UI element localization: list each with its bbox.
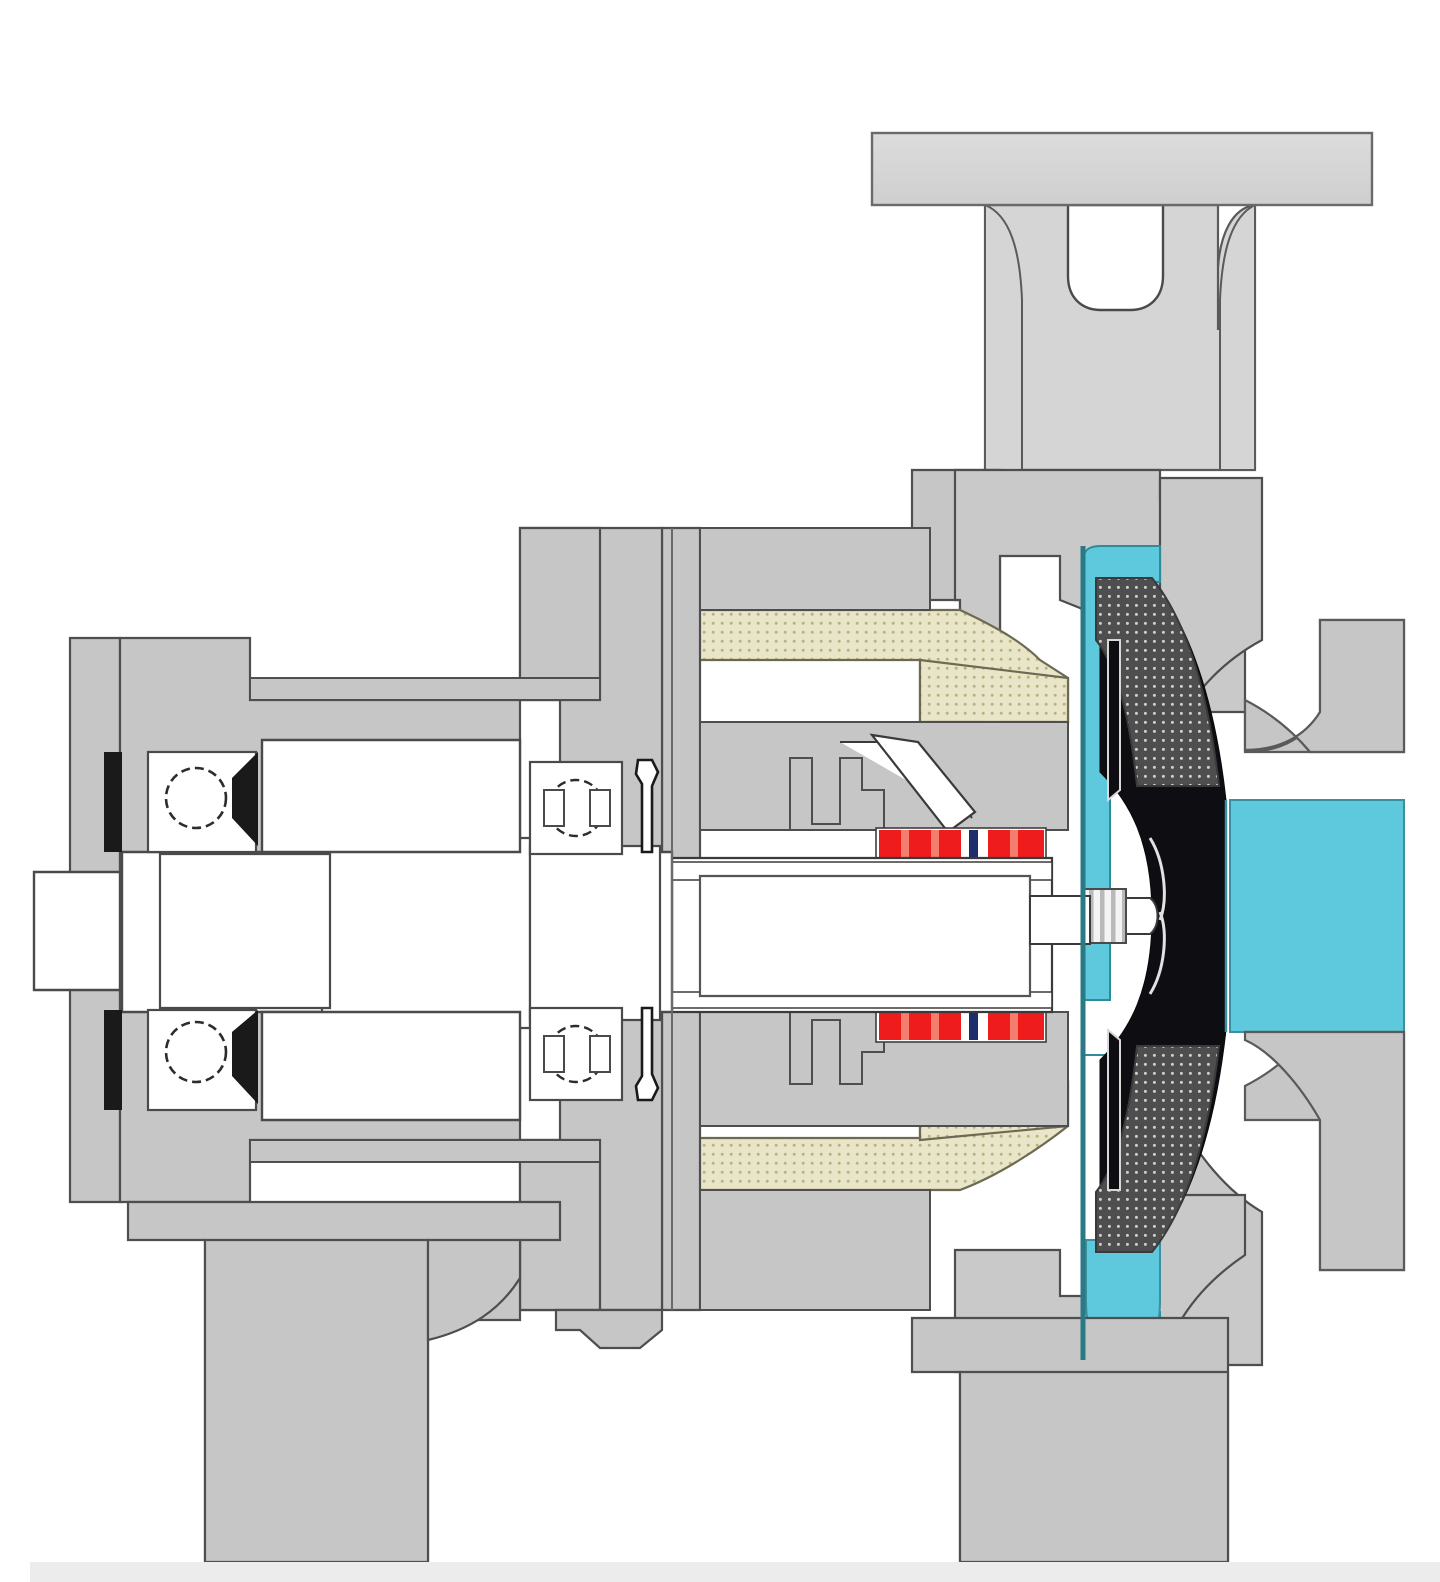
- bracket-lower-rail: [249, 1139, 601, 1163]
- magnet-separator: [1010, 830, 1018, 858]
- shaft-step-mid: [320, 836, 532, 1030]
- impeller-group: [1081, 577, 1227, 1253]
- discharge-neck-left-fillet: [984, 203, 1023, 471]
- bearing-de-shoulder-upper: [232, 752, 258, 846]
- bracket-bottom-flange: [554, 1308, 664, 1350]
- shaft-end-stub: [32, 870, 122, 992]
- magnet-gap: [978, 830, 988, 858]
- magnet-separator: [931, 1012, 939, 1040]
- impeller-hub-profile-lower: [1148, 911, 1166, 995]
- shaft-step-left: [158, 852, 332, 1010]
- bearing-pe-cage-right-lower: [589, 1035, 611, 1073]
- magnet-block: [879, 1012, 901, 1040]
- discharge-bore-pocket: [1066, 203, 1165, 312]
- bracket-upper-rail: [249, 677, 601, 701]
- impeller-vane-upper: [1107, 639, 1121, 803]
- bottom-gray-band: [30, 1562, 1440, 1582]
- magnet-separator: [901, 830, 909, 858]
- magnet-block: [988, 830, 1010, 858]
- rotor-bolt-spigot: [1029, 895, 1091, 945]
- bracket-upper-web: [518, 526, 602, 702]
- magnet-gap: [961, 830, 969, 858]
- bearing-ball-upper: [164, 766, 228, 830]
- impeller-bolt-head: [1124, 897, 1159, 935]
- magnet-block: [909, 1012, 931, 1040]
- impeller-vane-lower: [1107, 1027, 1121, 1191]
- bearing-de-shoulder-lower: [232, 1010, 258, 1104]
- foot-left-fillet: [426, 1238, 522, 1342]
- magnet-block: [1018, 1012, 1044, 1040]
- bearing-pe-cage-right-upper: [589, 789, 611, 827]
- bearing-pe-cage-left-upper: [543, 789, 565, 827]
- magnet-row-lower: [875, 1009, 1047, 1043]
- magnet-block: [939, 830, 961, 858]
- magnet-block: [909, 830, 931, 858]
- magnet-block: [879, 830, 901, 858]
- carrier-lower-plate: [699, 1189, 931, 1311]
- magnet-row-upper: [875, 827, 1047, 861]
- magnet-pole-marker: [969, 1012, 978, 1040]
- retaining-ring-lower: [634, 1006, 660, 1102]
- rotor-hub-core: [698, 874, 1032, 998]
- rotor-block-upper: [260, 738, 522, 854]
- foot-right-leg: [958, 1370, 1230, 1564]
- drive-shaft-group: [32, 836, 674, 1030]
- suction-inlet-assembly: [1229, 618, 1406, 1272]
- rotor-can-block: [260, 738, 522, 1122]
- magnet-gap: [978, 1012, 988, 1040]
- bearing-de-seal-lower: [104, 1010, 122, 1110]
- section-edge-lines: [671, 528, 1228, 1360]
- inner-magnet-rotor: [670, 856, 1091, 1014]
- bearing-de-seal-upper: [104, 752, 122, 852]
- ball-bearing-drive-end: [104, 750, 258, 1112]
- ball-bearing-pump-end: [528, 758, 660, 1102]
- suction-flange-lower-notch: [1243, 1030, 1406, 1272]
- magnet-block: [939, 1012, 961, 1040]
- bearing-ball-lower: [164, 1020, 228, 1084]
- magnet-block: [988, 1012, 1010, 1040]
- magnet-separator: [901, 1012, 909, 1040]
- rotor-block-lower: [260, 1010, 522, 1122]
- support-feet: [126, 1200, 1230, 1564]
- shaft-journal-right: [528, 844, 662, 1022]
- magnet-separator: [1010, 1012, 1018, 1040]
- discharge-flange: [870, 131, 1374, 207]
- foot-left-leg: [203, 1238, 430, 1564]
- suction-fluid-passage: [1229, 799, 1405, 1033]
- discharge-nozzle-assembly: [870, 131, 1374, 472]
- magnet-pole-marker: [969, 830, 978, 858]
- callout-wedge: [869, 733, 977, 834]
- suction-flange-upper-body: [1243, 618, 1406, 754]
- magnet-gap: [961, 1012, 969, 1040]
- carrier-upper-plate: [699, 527, 931, 611]
- discharge-neck-right-fillet: [1219, 203, 1256, 471]
- magnet-separator: [931, 830, 939, 858]
- retaining-ring-upper: [634, 758, 660, 854]
- magnet-block: [1018, 830, 1044, 858]
- carrier-rib-upper: [789, 757, 885, 831]
- bearing-pe-cage-left-lower: [543, 1035, 565, 1073]
